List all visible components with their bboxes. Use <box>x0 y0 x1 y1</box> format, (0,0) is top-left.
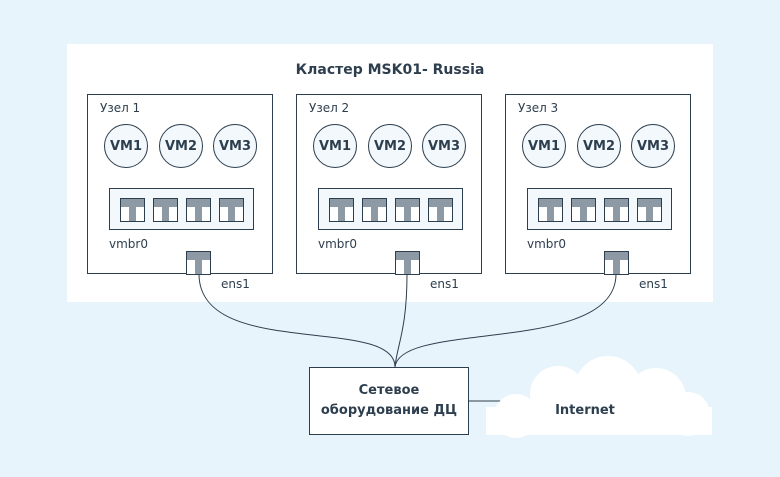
bridge-switch <box>318 188 463 230</box>
datacenter-equipment-box: Сетевое оборудование ДЦ <box>309 367 469 435</box>
port-icon <box>395 198 420 222</box>
port-icon <box>604 198 629 222</box>
vm-3: VM3 <box>422 124 466 168</box>
node-label: Узел 3 <box>518 101 559 115</box>
port-icon <box>153 198 178 222</box>
port-icon <box>571 198 596 222</box>
port-icon <box>538 198 563 222</box>
nic-label: ens1 <box>430 277 459 291</box>
uplink-node-3 <box>394 273 617 368</box>
vm-3: VM3 <box>631 124 675 168</box>
bridge-switch <box>527 188 672 230</box>
port-icon <box>428 198 453 222</box>
cloud-icon <box>486 356 712 438</box>
nic-label: ens1 <box>221 277 250 291</box>
vm-2: VM2 <box>368 124 412 168</box>
port-icon <box>219 198 244 222</box>
port-icon <box>362 198 387 222</box>
node-label: Узел 2 <box>309 101 350 115</box>
bridge-switch <box>109 188 254 230</box>
vm-3: VM3 <box>213 124 257 168</box>
vm-2: VM2 <box>577 124 621 168</box>
node-3: Узел 3 VM1 VM2 VM3 vmbr0 ens1 <box>505 94 691 291</box>
port-icon <box>120 198 145 222</box>
nic-port-icon <box>186 251 211 275</box>
node-2: Узел 2 VM1 VM2 VM3 vmbr0 ens1 <box>296 94 482 291</box>
port-icon <box>329 198 354 222</box>
cluster-title: Кластер MSK01- Russia <box>295 62 485 78</box>
uplink-node-1 <box>198 273 396 368</box>
bridge-label: vmbr0 <box>109 237 148 251</box>
node-1: Узел 1 VM1 VM2 VM3 vmbr0 ens1 <box>87 94 273 291</box>
vm-1: VM1 <box>522 124 566 168</box>
vm-1: VM1 <box>104 124 148 168</box>
nic-port-icon <box>604 251 629 275</box>
nic-label: ens1 <box>639 277 668 291</box>
internet-label: Internet <box>555 403 615 418</box>
bridge-label: vmbr0 <box>527 237 566 251</box>
port-icon <box>186 198 211 222</box>
bridge-label: vmbr0 <box>318 237 357 251</box>
vm-2: VM2 <box>159 124 203 168</box>
vm-1: VM1 <box>313 124 357 168</box>
port-icon <box>637 198 662 222</box>
node-label: Узел 1 <box>100 101 141 115</box>
uplink-node-2 <box>394 273 408 368</box>
nic-port-icon <box>395 251 420 275</box>
